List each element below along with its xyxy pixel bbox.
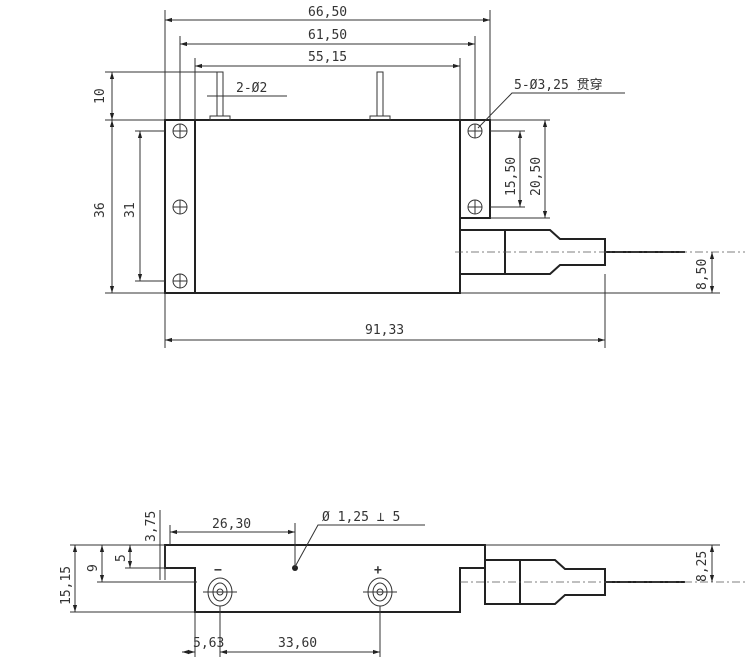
dim-61-50: 61,50 [308, 28, 347, 43]
dim-8-50: 8,50 [695, 259, 710, 290]
dim-9: 9 [86, 564, 101, 572]
pin-terminal-icon [203, 577, 397, 607]
fiber-boot [460, 559, 745, 605]
side-view: − + Ø 1,25 ⟂ 5 26,30 15,15 9 5 3,75 8,25… [59, 510, 745, 657]
hole-note: Ø 1,25 ⟂ 5 [322, 510, 400, 525]
dim-33-60: 33,60 [278, 636, 317, 651]
dim-55-15: 55,15 [308, 50, 347, 65]
pin-note: 2-Ø2 [236, 81, 267, 96]
dim-31: 31 [123, 202, 138, 218]
fiber-boot [455, 229, 745, 275]
dim-66-50: 66,50 [308, 5, 347, 20]
hole-note: 5-Ø3,25 贯穿 [514, 77, 603, 93]
plus-label: + [374, 563, 382, 578]
dim-5-63: 5,63 [193, 636, 224, 651]
mounting-hole-icon [172, 123, 483, 289]
dim-3-75: 3,75 [144, 511, 159, 542]
dim-26-30: 26,30 [212, 517, 251, 532]
dim-10: 10 [93, 88, 108, 104]
dim-91-33: 91,33 [365, 323, 404, 338]
dim-36: 36 [93, 202, 108, 218]
body [194, 119, 461, 294]
dim-5: 5 [114, 554, 129, 562]
minus-label: − [214, 563, 222, 578]
dim-15-15: 15,15 [59, 566, 74, 605]
dim-15-50: 15,50 [504, 157, 519, 196]
dim-8-25: 8,25 [695, 551, 710, 582]
dim-20-50: 20,50 [529, 157, 544, 196]
top-view: 66,50 61,50 55,15 10 36 31 2-Ø2 5-Ø3,25 … [93, 5, 745, 348]
